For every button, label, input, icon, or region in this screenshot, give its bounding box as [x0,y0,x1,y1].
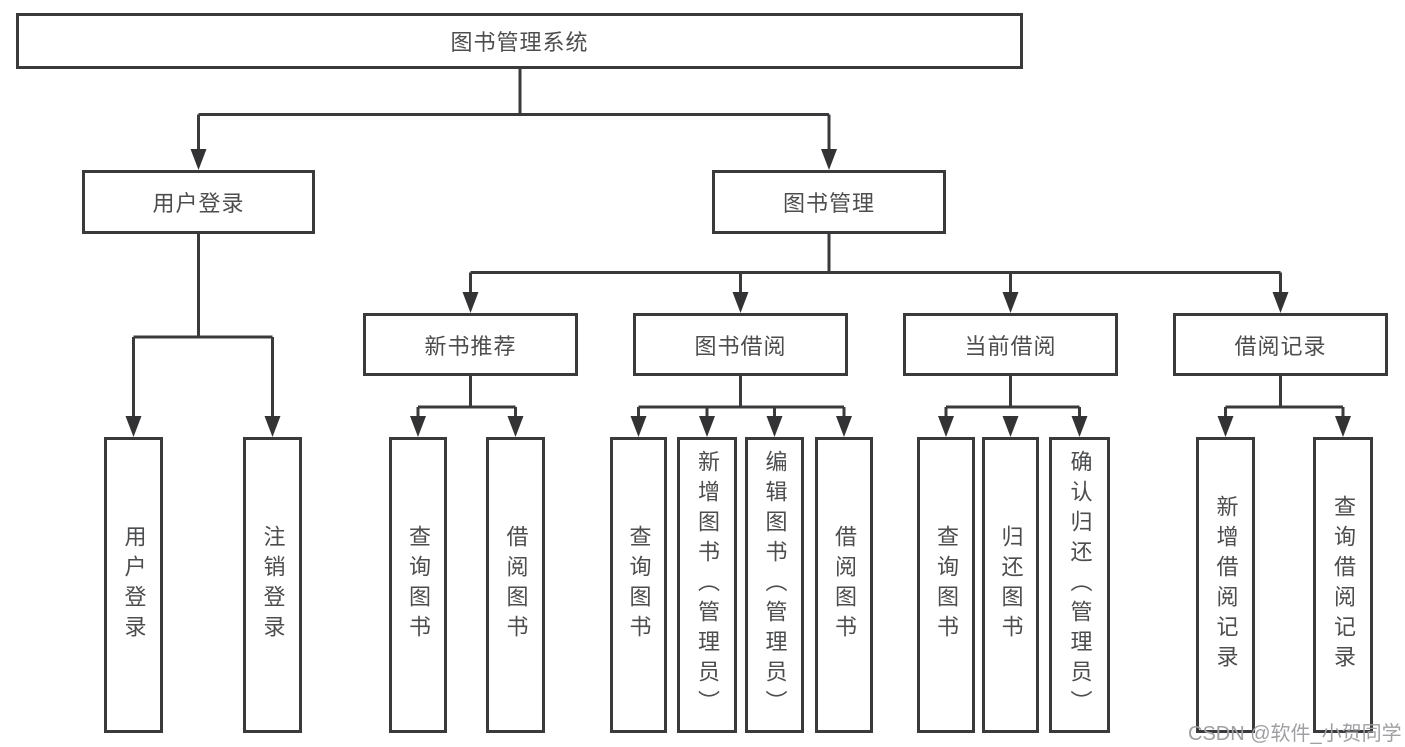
leaf-query-books-recommend: 查询图书 [389,437,447,733]
leaf-query-books-borrowing: 查询图书 [610,437,667,733]
node-library-management-system: 图书管理系统 [16,13,1023,69]
arrowheads [125,149,1351,437]
leaf-user-login: 用户登录 [104,437,163,733]
node-book-borrowing: 图书借阅 [633,313,848,376]
node-borrowing-records: 借阅记录 [1173,313,1388,376]
csdn-watermark: CSDN @软件_小贺同学 [1188,723,1402,745]
leaf-query-books-current: 查询图书 [917,437,975,733]
node-book-management: 图书管理 [712,170,946,234]
leaf-confirm-return-admin: 确认归还（管理员） [1049,437,1110,733]
node-current-borrowing: 当前借阅 [903,313,1118,376]
leaf-add-borrow-record: 新增借阅记录 [1196,437,1255,733]
leaf-edit-books-admin: 编辑图书（管理员） [745,437,804,733]
leaf-borrow-books: 借阅图书 [815,437,873,733]
connector-path [132,69,1345,418]
leaf-return-books: 归还图书 [982,437,1039,733]
leaf-borrow-books-recommend: 借阅图书 [486,437,545,733]
node-user-login: 用户登录 [82,170,315,234]
node-new-book-recommendation: 新书推荐 [363,313,578,376]
leaf-add-books-admin: 新增图书（管理员） [677,437,737,733]
leaf-query-borrow-record: 查询借阅记录 [1313,437,1373,733]
leaf-logout-login: 注销登录 [243,437,302,733]
